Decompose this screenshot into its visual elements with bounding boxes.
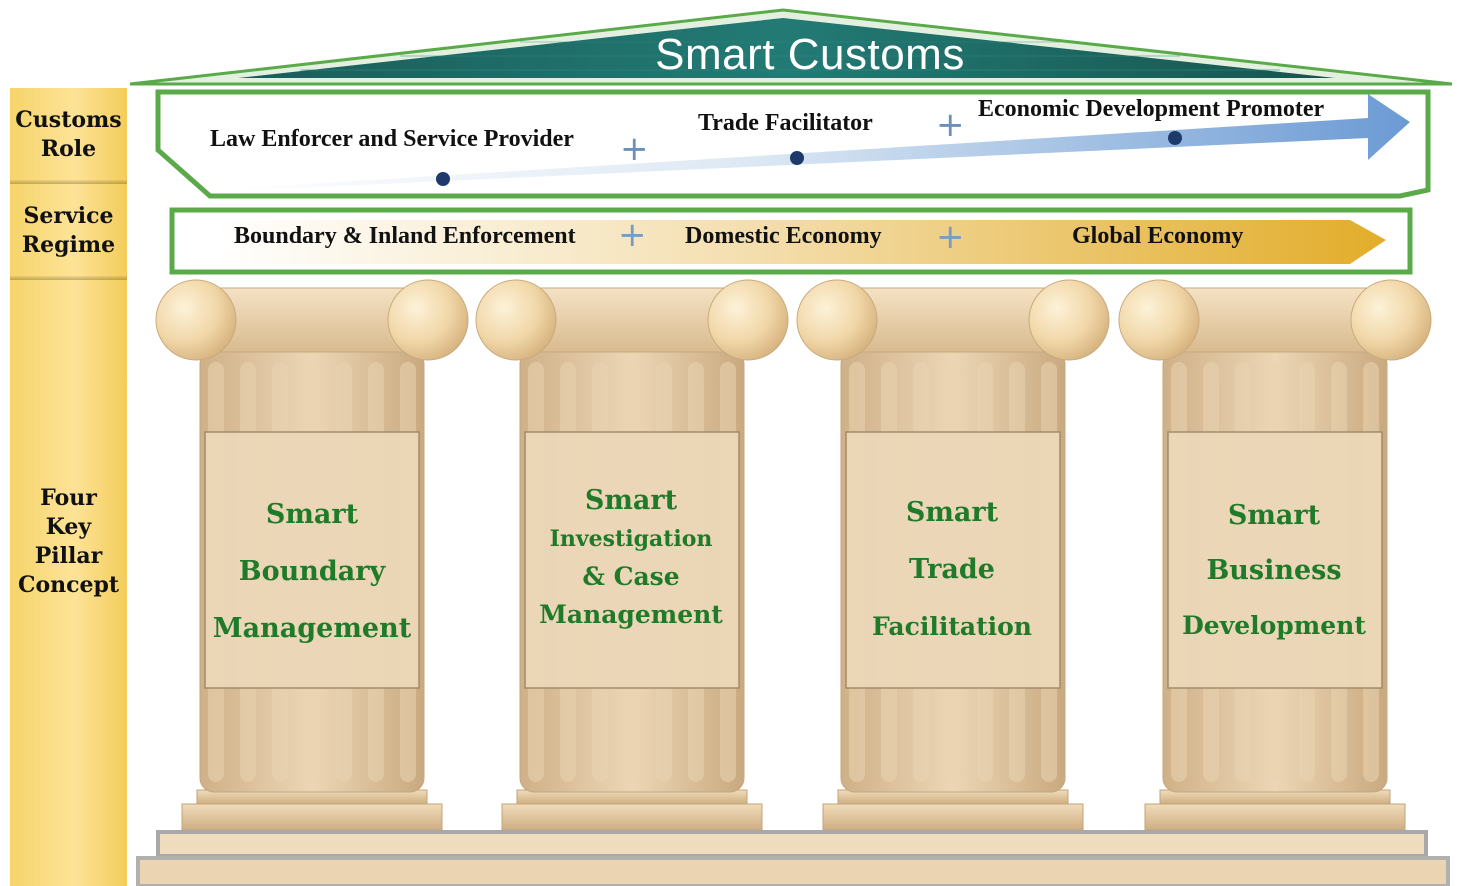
side-label-bar xyxy=(10,88,127,886)
globe-icon xyxy=(1168,131,1182,145)
pillar-smart-investigation-case-management: Smart Investigation & Case Management xyxy=(522,482,740,634)
pillar-volute xyxy=(387,279,469,361)
pillar-volute xyxy=(707,279,789,361)
pillar-volute xyxy=(1028,279,1110,361)
label-four-key-pillar-concept: Four Key Pillar Concept xyxy=(17,485,120,598)
pillar-smart-boundary-management: Smart Boundary Management xyxy=(205,486,419,657)
role-markers xyxy=(436,131,1182,186)
pillar-line: Facilitation xyxy=(872,612,1032,641)
pillar-panel xyxy=(845,431,1061,689)
customs-role-band xyxy=(155,89,1431,275)
side-divider xyxy=(10,180,127,184)
plus-icon: + xyxy=(618,215,647,255)
pillar-line: Investigation xyxy=(549,526,713,552)
pillar-volute xyxy=(796,279,878,361)
role-law-enforcer: Law Enforcer and Service Provider xyxy=(210,126,574,152)
pillar-volute xyxy=(155,279,237,361)
pillar-line: Smart xyxy=(584,485,678,516)
regime-global-economy: Global Economy xyxy=(1072,223,1244,249)
regime-domestic-economy: Domestic Economy xyxy=(685,223,882,249)
pillar-line: Smart xyxy=(905,497,999,528)
pillar-volute xyxy=(1118,279,1200,361)
pillar-line: Management xyxy=(212,613,412,644)
pillar-base xyxy=(181,803,443,831)
pillar-base xyxy=(501,803,763,831)
pillar-base xyxy=(1144,803,1406,831)
globe-icon xyxy=(436,172,450,186)
diagram-title: Smart Customs xyxy=(655,30,965,79)
pillar-line: & Case xyxy=(582,562,680,591)
plus-icon: + xyxy=(936,105,965,145)
pillar-line: Smart xyxy=(1227,500,1321,531)
pillar-panel xyxy=(524,431,740,689)
pillar-line: Trade xyxy=(909,554,995,585)
pillar-panel xyxy=(1167,431,1383,689)
label-customs-role: Customs Role xyxy=(15,107,122,162)
role-economic-development-promoter: Economic Development Promoter xyxy=(978,96,1325,122)
role-trade-facilitator: Trade Facilitator xyxy=(698,110,873,136)
pillar-line: Boundary xyxy=(238,556,386,587)
side-divider xyxy=(10,276,127,280)
pillar-base xyxy=(822,803,1084,831)
plus-icon: + xyxy=(620,129,649,169)
regime-boundary-inland: Boundary & Inland Enforcement xyxy=(234,223,576,249)
pillar-line: Smart xyxy=(265,499,359,530)
plus-icon: + xyxy=(936,217,965,257)
pillar-panel xyxy=(204,431,420,689)
pillar-smart-business-development: Smart Business Development xyxy=(1168,488,1380,653)
pillar-line: Business xyxy=(1206,555,1342,586)
pillar-line: Development xyxy=(1182,611,1366,640)
label-service-regime: Service Regime xyxy=(21,203,116,258)
roof xyxy=(129,8,1453,86)
pillar-line: Management xyxy=(539,600,723,629)
pillar-volute xyxy=(475,279,557,361)
pillar-smart-trade-facilitation: Smart Trade Facilitation xyxy=(846,484,1058,655)
globe-icon xyxy=(790,151,804,165)
pillar-volute xyxy=(1350,279,1432,361)
